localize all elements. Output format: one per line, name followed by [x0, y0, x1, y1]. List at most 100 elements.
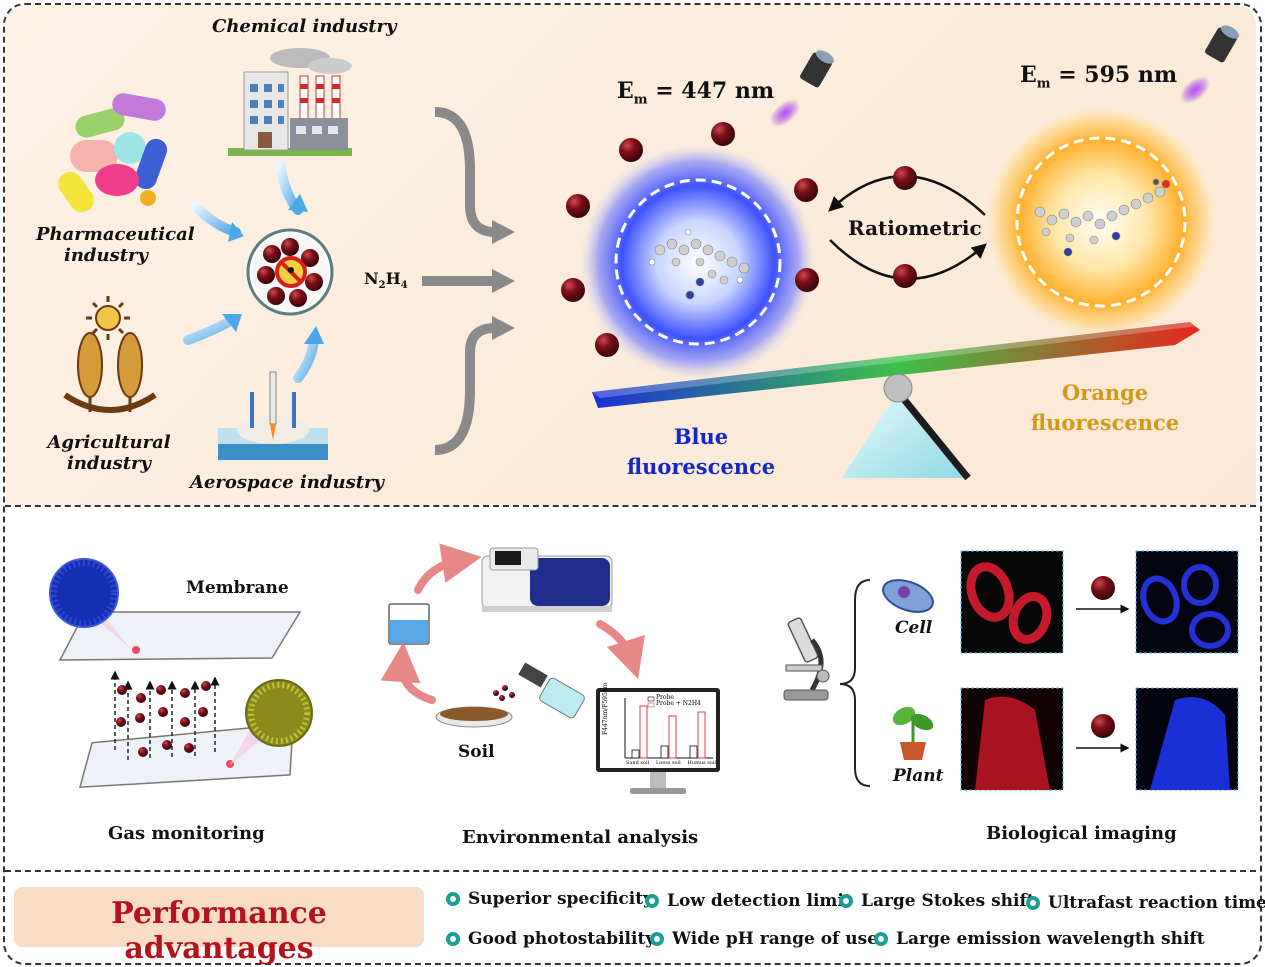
label-n2h4: N2H4 [364, 269, 408, 291]
uv-lamp-icon [769, 50, 835, 127]
label-ratiometric: Ratiometric [848, 216, 982, 240]
flow-arrows [422, 107, 496, 455]
advantage-4: Ultrafast reaction time [1026, 893, 1265, 913]
microscope-icon [783, 617, 830, 701]
label-em-595: Em = 595 nm [1020, 62, 1177, 91]
mini-chart-legend: Probe Probe + N2H4 [656, 695, 701, 707]
divider-bottom [5, 870, 1256, 872]
em-right-sub: m [1036, 76, 1051, 92]
bullet-icon [446, 892, 460, 906]
rocket-launch-icon [218, 371, 328, 460]
blue-line2: fluorescence [626, 454, 776, 479]
bar-loess-n2h4 [668, 715, 677, 759]
beaker-icon [388, 603, 430, 645]
label-em-447: Em = 447 nm [617, 78, 774, 107]
bar-sand-probe [631, 749, 640, 759]
soil-dish-icon [435, 706, 513, 728]
bracket [839, 579, 871, 787]
ratiometric-ball-top [893, 166, 917, 190]
ratiometric-ball-bottom [893, 264, 917, 288]
imaging-arrows [1076, 604, 1130, 753]
advantage-1: Superior specificity [446, 889, 653, 909]
em-right-prefix: E [1020, 62, 1037, 88]
advantage-2: Low detection limit [645, 891, 852, 911]
advantage-6-text: Wide pH range of use [672, 929, 879, 949]
pills-icon [58, 93, 168, 213]
bullet-icon [650, 932, 664, 946]
em-left-prefix: E [617, 78, 634, 104]
seesaw-stand [842, 392, 968, 478]
legend-probe-n2h4: Probe + N2H4 [656, 700, 701, 707]
advantage-5-text: Good photostability [468, 929, 656, 949]
spectrometer-icon [481, 547, 613, 612]
performance-box [14, 887, 424, 947]
em-right-value: = 595 nm [1050, 62, 1178, 88]
mini-chart-categories: Sand soil Loess soil Humus soil [626, 760, 716, 766]
label-pharma-line2: industry [64, 245, 148, 266]
cat-humus: Humus soil [687, 760, 716, 766]
advantage-3: Large Stokes shift [839, 891, 1035, 911]
blue-molecule-icon [648, 228, 750, 300]
cat-loess: Loess soil [655, 760, 681, 766]
bullet-icon [645, 894, 659, 908]
wheat-icon [63, 296, 157, 413]
advantage-6: Wide pH range of use [650, 929, 878, 949]
svg-text:F447nm/F595nm: F447nm/F595nm [602, 682, 609, 735]
label-soil: Soil [458, 742, 495, 762]
em-left-sub: m [633, 92, 648, 108]
divider-top [5, 505, 1256, 507]
orange-line1: Orange [1061, 380, 1149, 405]
bar-sand-n2h4 [639, 705, 648, 759]
hydrazine-hazard-icon [246, 228, 334, 316]
orange-molecule-icon [1034, 178, 1171, 257]
label-pharma-line1: Pharmaceutical [36, 224, 195, 245]
label-plant: Plant [893, 766, 944, 786]
cell-icon [882, 579, 934, 613]
label-environmental-analysis: Environmental analysis [462, 827, 699, 848]
em-left-value: = 447 nm [647, 78, 775, 104]
label-pharmaceutical: Pharmaceutical industry [36, 224, 195, 266]
plant-icon [892, 706, 934, 760]
spray-bottle-icon [493, 662, 585, 719]
advantage-4-text: Ultrafast reaction time [1048, 893, 1265, 913]
label-cell: Cell [895, 618, 933, 638]
yellow-membrane-micrograph [245, 679, 313, 747]
seesaw-beam [592, 322, 1200, 408]
cell-blue-image [1135, 550, 1239, 654]
bar-loess-probe [660, 745, 669, 759]
membrane-arrows [110, 670, 220, 760]
n2h4-sub2: 4 [400, 280, 408, 292]
blue-line1: Blue [673, 424, 729, 449]
advantage-1-text: Superior specificity [468, 889, 653, 909]
label-membrane: Membrane [186, 578, 289, 598]
label-agricultural: Agricultural industry [44, 432, 174, 474]
advantage-3-text: Large Stokes shift [861, 891, 1035, 911]
label-agri-line2: industry [67, 453, 151, 474]
mini-bar-chart: F447nm/F595nm [602, 682, 713, 759]
advantage-2-text: Low detection limit [667, 891, 852, 911]
label-agri-line1: Agricultural [47, 432, 171, 453]
bar-humus-n2h4 [697, 711, 706, 759]
legend-probe: Probe [656, 694, 674, 701]
n2h4-n: N [364, 269, 379, 288]
n2h4-sub1: 2 [378, 280, 386, 292]
source-arrows [183, 160, 324, 383]
label-chemical-industry: Chemical industry [212, 16, 397, 37]
advantage-5: Good photostability [446, 929, 655, 949]
n2h4-h: H [385, 269, 401, 288]
imaging-ball-cell [1091, 576, 1115, 600]
hydrazine-gas-molecules [116, 681, 211, 757]
label-gas-monitoring: Gas monitoring [108, 823, 265, 844]
orange-line2: fluorescence [1030, 410, 1180, 435]
performance-title: Performance advantages [111, 896, 327, 966]
cat-sand: Sand soil [626, 760, 650, 766]
label-blue-fluorescence: Blue fluorescence [616, 422, 786, 482]
advantage-7: Large emission wavelength shift [874, 929, 1205, 949]
label-orange-fluorescence: Orange fluorescence [1020, 378, 1190, 438]
bar-humus-probe [689, 745, 698, 759]
membrane-icon [58, 611, 302, 789]
imaging-ball-plant [1091, 714, 1115, 738]
hydrazine-molecules [561, 122, 819, 357]
bullet-icon [1026, 896, 1040, 910]
